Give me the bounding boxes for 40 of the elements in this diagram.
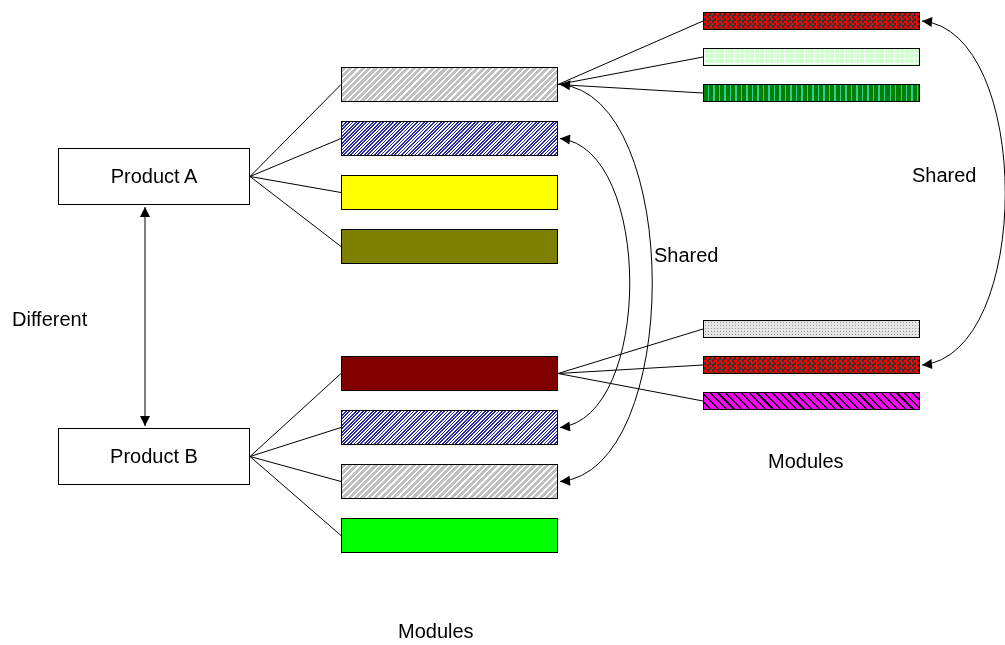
connector-line [249, 427, 342, 457]
connector-line [557, 56, 704, 85]
module-bar [341, 410, 558, 445]
connector-line [249, 84, 342, 177]
module-bar [341, 175, 558, 210]
module-bar [703, 320, 920, 338]
module-bar [341, 518, 558, 553]
module-bar [703, 356, 920, 374]
product-name: Product B [110, 445, 198, 468]
connector-line [249, 456, 342, 482]
product-name: Product A [110, 165, 198, 188]
product-box [58, 428, 250, 485]
diagram-label: Shared [912, 164, 977, 187]
connector-line [557, 328, 704, 374]
connector-line [249, 373, 342, 457]
product-box [58, 148, 250, 205]
diagram-label: Modules [768, 450, 844, 473]
double-arrow [559, 137, 631, 429]
module-bar [703, 392, 920, 410]
connector-line [249, 138, 342, 177]
double-arrow [921, 19, 1005, 367]
double-arrow [140, 206, 150, 427]
module-bar [341, 356, 558, 391]
diagram-label: Different [12, 308, 88, 331]
module-bar [341, 67, 558, 102]
connector-line [557, 84, 704, 94]
connector-line [249, 176, 342, 193]
module-bar [703, 12, 920, 30]
diagram-label: Modules [398, 620, 474, 643]
module-bar [703, 48, 920, 66]
connector-line [557, 20, 704, 85]
module-bar [341, 229, 558, 264]
module-bar [703, 84, 920, 102]
connector-line [557, 373, 704, 402]
diagram-label: Shared [654, 244, 719, 267]
double-arrow [559, 83, 653, 483]
connector-line [249, 456, 342, 536]
connector-line [249, 176, 342, 247]
module-bar [341, 464, 558, 499]
module-bar [341, 121, 558, 156]
